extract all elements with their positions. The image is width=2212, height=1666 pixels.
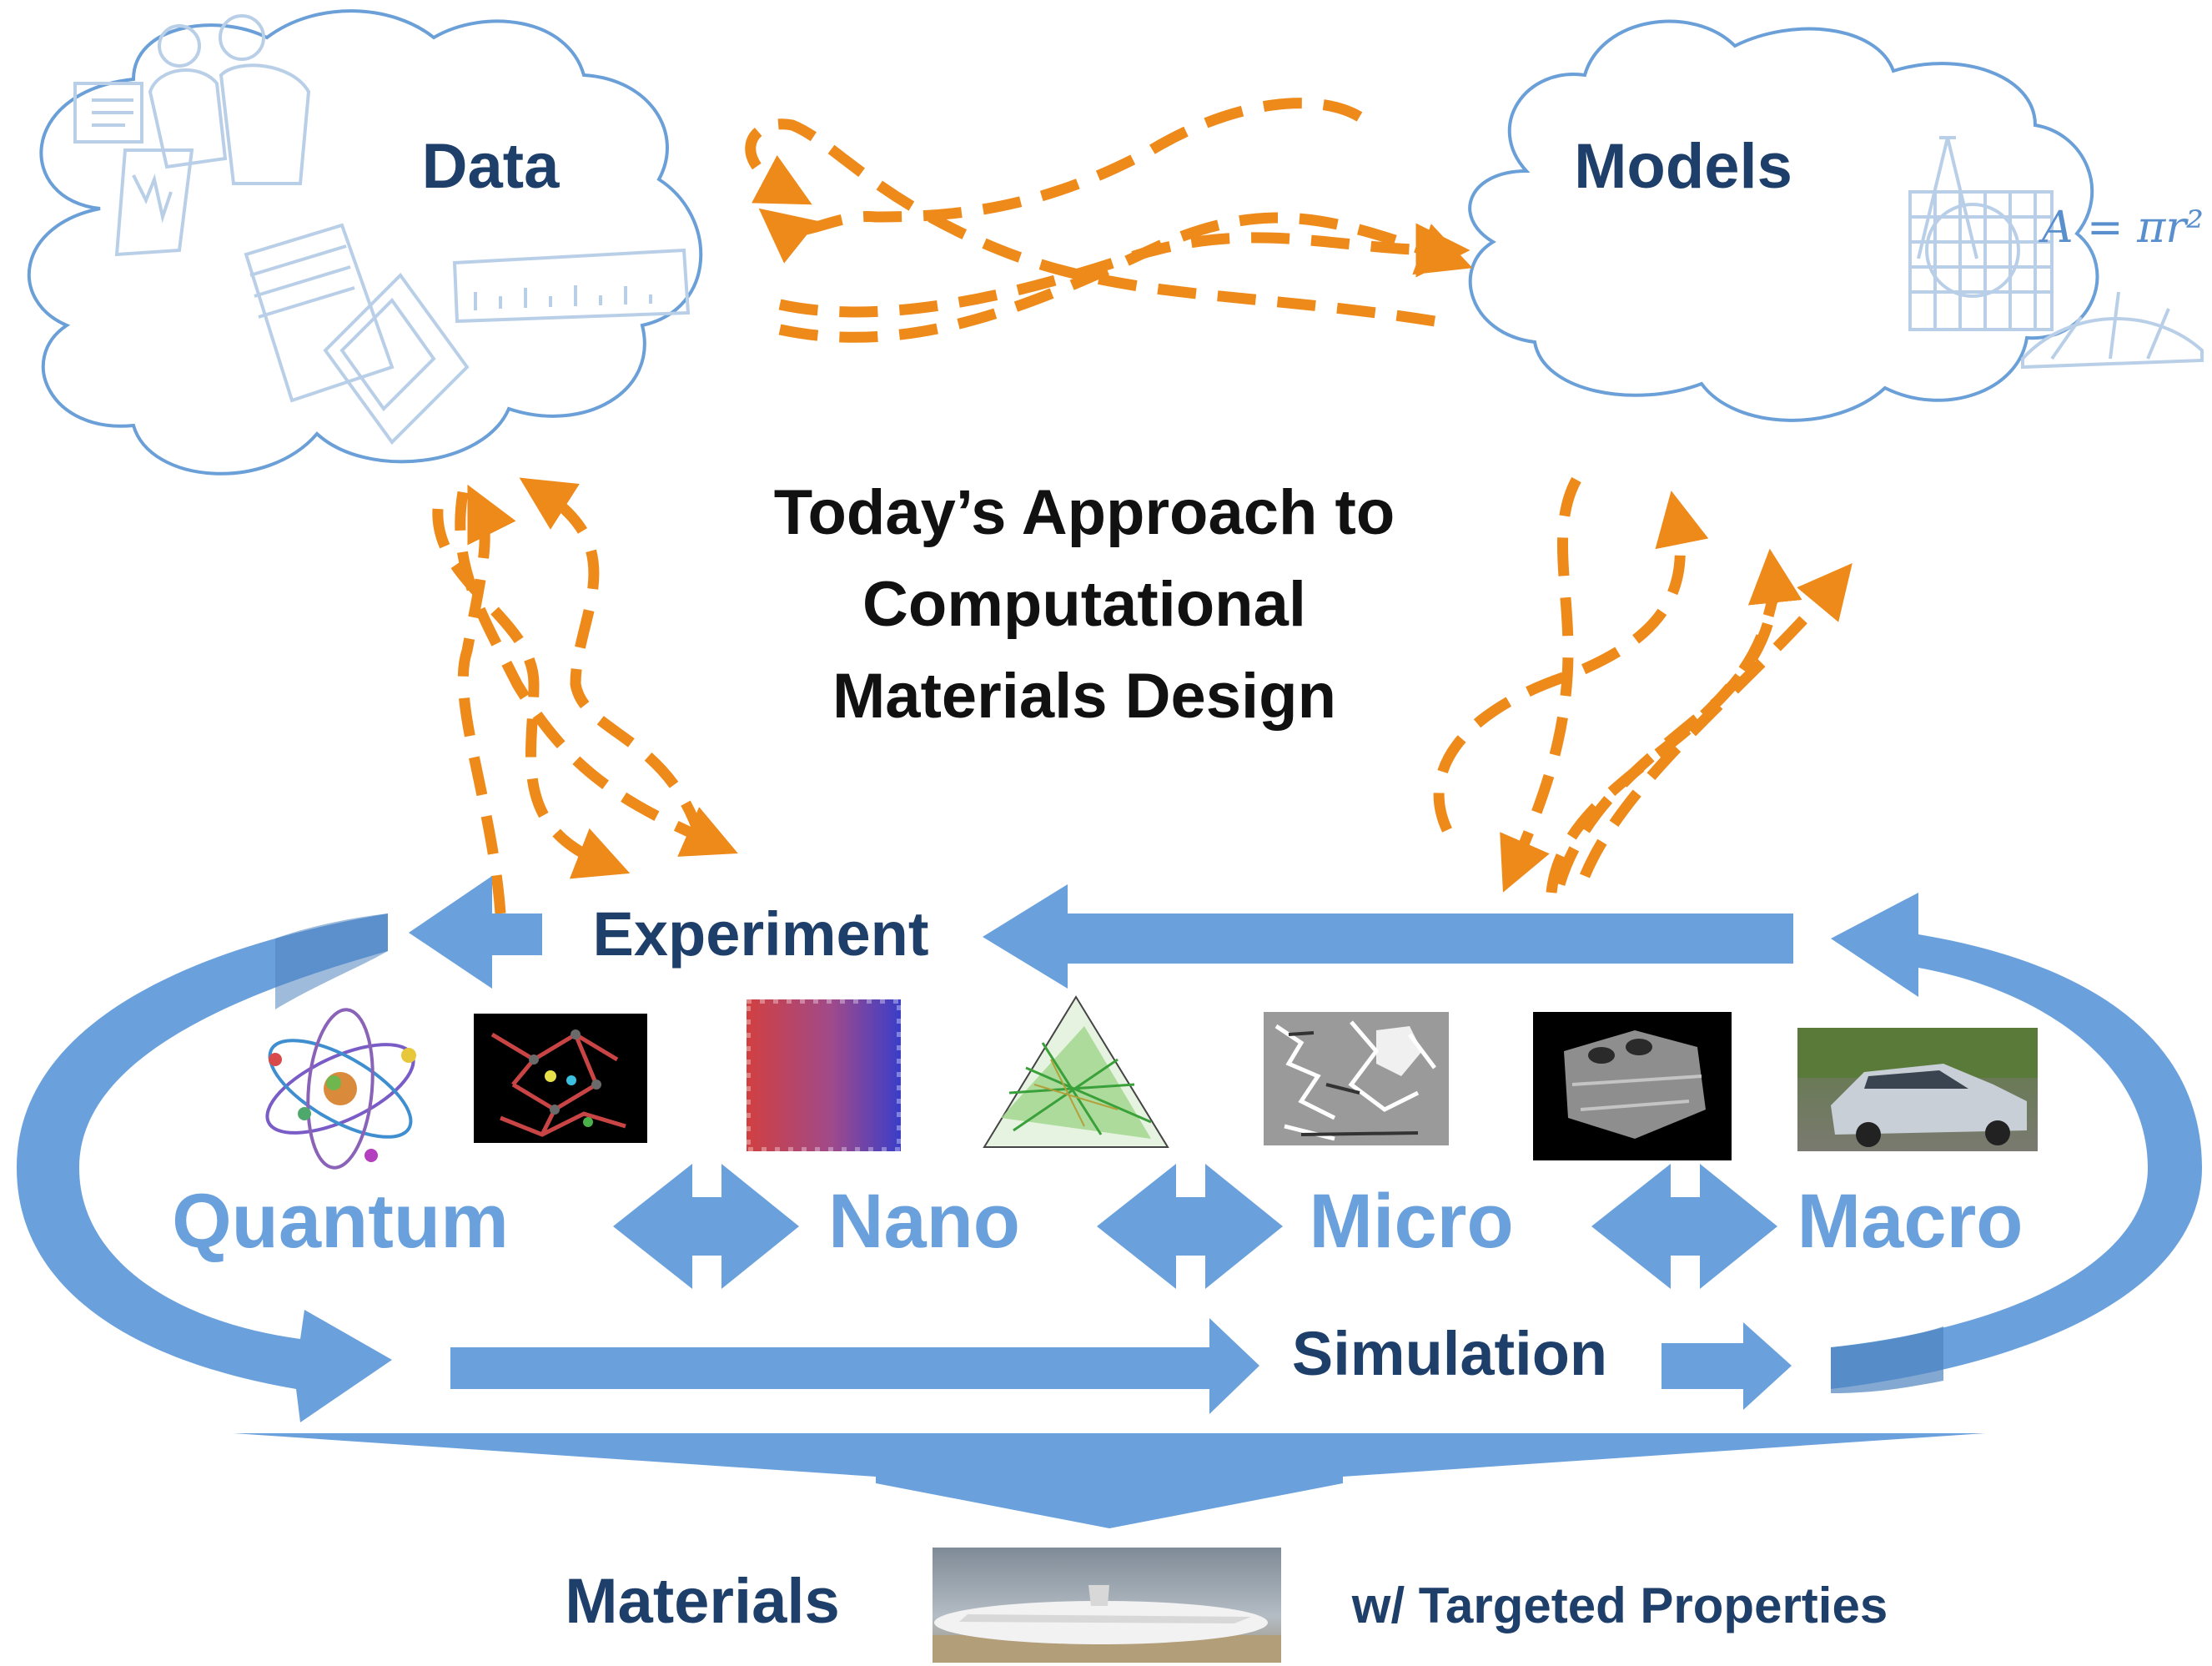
data-clipart [73,14,691,445]
crystal-lattice-image [474,1014,647,1143]
materials-label: Materials [565,1566,840,1637]
car-image [1797,1028,2038,1151]
ruler-clipart [452,248,691,324]
title-line-1: Today’s Approach to [774,477,1395,548]
floppy-disk-clipart [244,223,470,445]
scale-label-macro: Macro [1797,1179,2023,1264]
atom-image [265,1008,416,1170]
simulation-flow: Simulation [450,1318,1792,1414]
left-loop-arc [17,914,392,1422]
data-cloud-label: Data [422,131,560,202]
materials-funnel-arrow [234,1433,1985,1528]
title-line-2: Computational [862,569,1306,640]
right-loop-shade [1831,1326,1943,1393]
double-arrow-nano-micro [1097,1164,1283,1289]
scale-label-micro: Micro [1309,1179,1513,1264]
scientists-clipart [73,14,311,257]
experiment-arrow-long [983,884,1793,989]
scale-label-nano: Nano [828,1179,1020,1264]
dashed-arrows-models-experiment [1433,476,1835,893]
models-cloud [1468,19,2099,422]
double-arrow-micro-macro [1591,1164,1777,1289]
simulation-arrow-short [1662,1322,1792,1410]
scale-label-quantum: Quantum [172,1179,509,1264]
experiment-label: Experiment [592,899,928,969]
left-loop-shade [275,914,388,1009]
experiment-flow: Experiment [409,876,1793,989]
double-arrow-quantum-nano [613,1164,799,1289]
dashed-arrows-data-models [745,98,1473,343]
formula-text: A = πr² [2039,203,2204,253]
experiment-arrow-left [409,876,542,989]
airplane-image [933,1548,1281,1663]
protractor-clipart [2021,291,2204,370]
models-cloud-label: Models [1574,131,1792,202]
compass-clipart [1917,136,1978,259]
dashed-arrows-data-experiment [432,477,738,914]
phase-diagram-image [983,995,1169,1148]
grid-clipart [1908,190,2054,331]
models-clipart: A = πr² [1908,136,2204,370]
microstructure-image [1264,1012,1449,1145]
engine-block-image [1533,1012,1732,1160]
simulation-arrow-long [450,1318,1259,1414]
targeted-properties-label: w/ Targeted Properties [1351,1578,1888,1633]
nanoparticles-image [742,995,905,1155]
title-line-3: Materials Design [832,661,1336,732]
simulation-label: Simulation [1292,1319,1607,1388]
right-loop-arc [1831,893,2202,1389]
diagram-title: Today’s Approach to Computational Materi… [774,477,1395,732]
